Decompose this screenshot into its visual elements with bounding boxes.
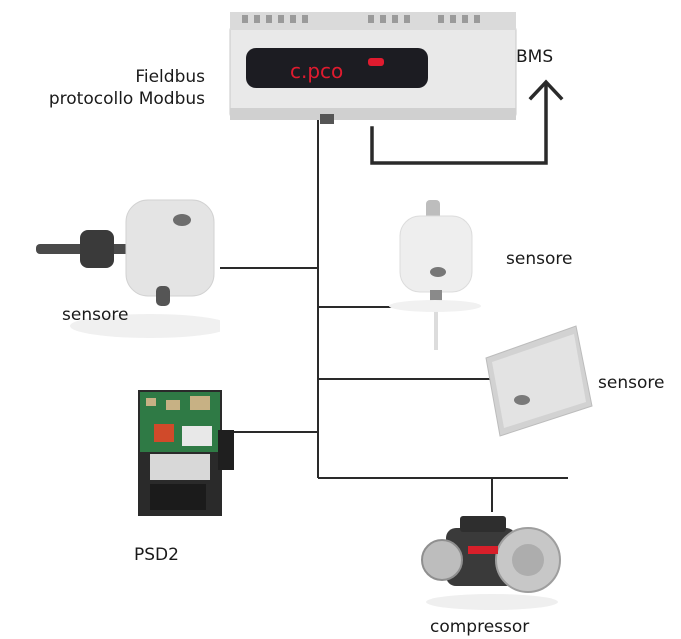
sensor-left-label: sensore: [62, 305, 129, 325]
bms-arrow: [370, 79, 564, 165]
compressor-label: compressor: [430, 617, 530, 637]
psd2-device: [138, 390, 234, 516]
sensor-left-device: [36, 199, 220, 338]
controller-led: [368, 58, 384, 66]
sensor-right-label: sensore: [598, 373, 665, 393]
fieldbus-label-line1: Fieldbus: [135, 67, 205, 87]
controller-display-panel: [246, 48, 428, 88]
controller-logo: c.pco: [290, 59, 343, 83]
sensor-right-device: [485, 325, 593, 437]
sensor-mid-device: [389, 200, 481, 350]
sensor-mid-label: sensore: [506, 249, 573, 269]
psd2-label: PSD2: [134, 545, 179, 565]
fieldbus-label: Fieldbus protocollo Modbus: [0, 66, 205, 110]
compressor-device: [421, 516, 561, 610]
bms-label: BMS: [516, 47, 554, 67]
controller-device: c.pco: [229, 12, 517, 124]
fieldbus-label-line2: protocollo Modbus: [48, 89, 205, 109]
